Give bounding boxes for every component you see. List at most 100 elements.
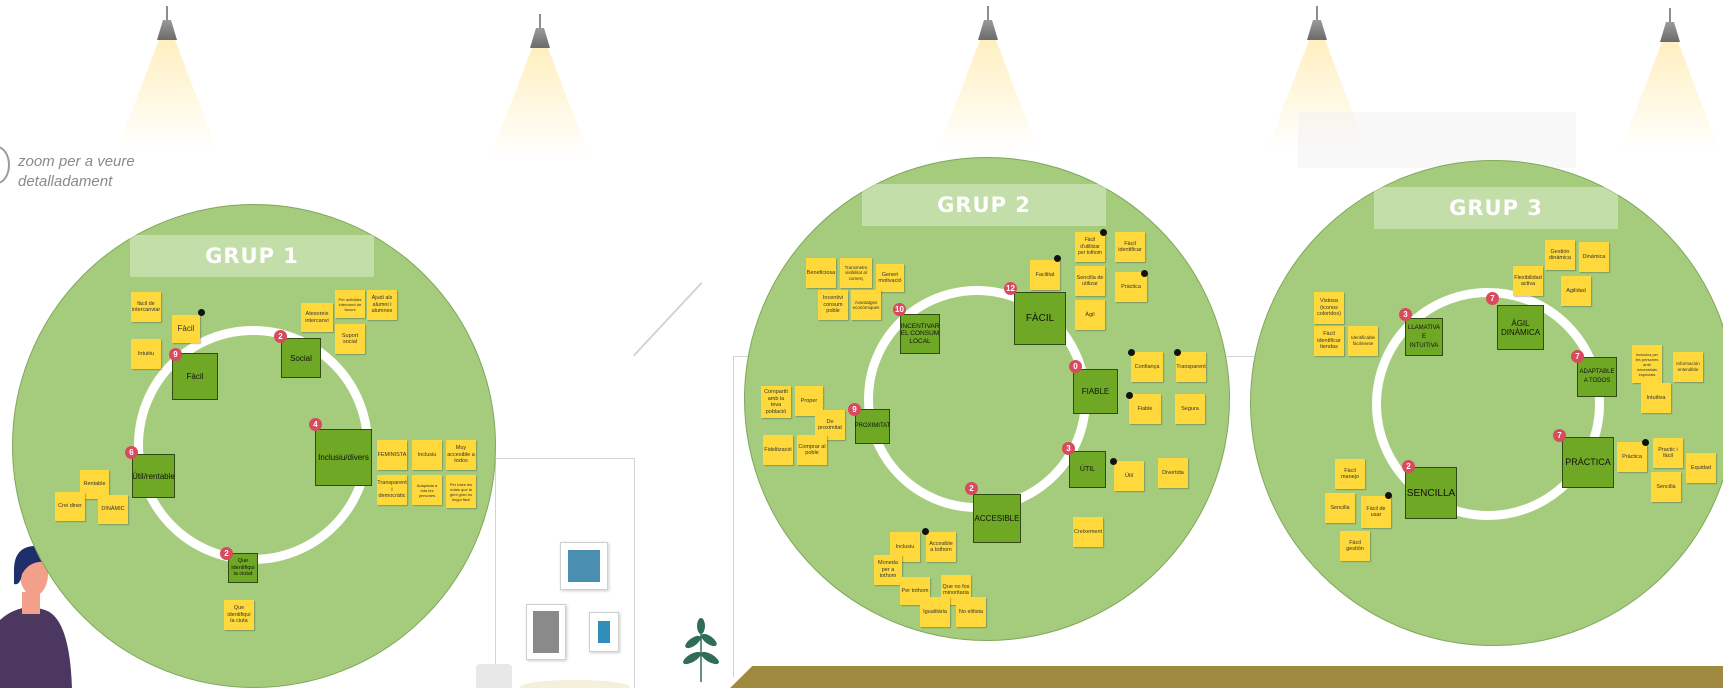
group-1-box-social[interactable]: Social xyxy=(281,338,321,378)
sticky-note[interactable]: Inclusiva per les persones amb necessita… xyxy=(1632,345,1662,383)
sticky-note[interactable]: Equidad xyxy=(1686,453,1716,483)
group-2-badge-fiable: 0 xyxy=(1069,360,1082,373)
sticky-note[interactable]: Sencilla xyxy=(1651,472,1681,502)
sticky-note[interactable]: Intuitiu xyxy=(131,339,161,369)
room-wall-diagonal xyxy=(633,282,703,356)
sticky-note[interactable]: Divertida xyxy=(1158,458,1188,488)
sticky-note[interactable]: Fàcil xyxy=(172,315,200,343)
group-2-box-accesible[interactable]: ACCESIBLE xyxy=(973,494,1021,543)
vote-dot xyxy=(1141,270,1148,277)
sticky-note[interactable]: Incentivi consum poble xyxy=(818,290,848,320)
sticky-note[interactable]: Facilitat xyxy=(1030,260,1060,290)
group-2-box-util[interactable]: ÚTIL xyxy=(1069,451,1106,488)
sticky-note[interactable]: Dinámica xyxy=(1579,242,1609,272)
sticky-note[interactable]: Muy accesible a todos xyxy=(446,440,476,470)
group-3-box-adaptable[interactable]: ADAPTABLE A TODOS xyxy=(1577,357,1617,397)
wall-picture-2 xyxy=(526,604,566,660)
sticky-note[interactable]: Transmetre visibilitat al comerç xyxy=(840,258,872,288)
sticky-note[interactable]: Comprar al poble xyxy=(797,435,827,465)
zoom-icon xyxy=(0,146,10,184)
sticky-note[interactable]: Suport social xyxy=(335,324,365,354)
sticky-note[interactable]: Fàcil manejo xyxy=(1335,459,1365,489)
sticky-note[interactable]: Pràctica xyxy=(1617,442,1647,472)
sticky-note[interactable]: Fàcil gestión xyxy=(1340,531,1370,561)
group-1-box-ciutat[interactable]: Que identifiqui la ciutat xyxy=(228,553,258,583)
group-3-box-practica[interactable]: PRÁCTICA xyxy=(1562,437,1614,488)
sticky-note[interactable]: Transparent xyxy=(1176,352,1206,382)
sticky-note[interactable]: Compartit amb la teva població xyxy=(761,386,791,418)
vote-dot xyxy=(1126,392,1133,399)
group-2-title: GRUP 2 xyxy=(862,184,1106,226)
wall-picture-3 xyxy=(589,612,619,652)
sticky-note[interactable]: Sencilla de utilizar xyxy=(1075,266,1105,296)
group-2-box-facil[interactable]: FÀCIL xyxy=(1014,292,1066,345)
sticky-note[interactable]: Moneda per a tothom xyxy=(874,555,902,585)
group-2-badge-proximitat: 9 xyxy=(848,403,861,416)
sticky-note[interactable]: Fidelització xyxy=(763,435,793,465)
sticky-note[interactable]: Información entendible xyxy=(1673,352,1703,382)
vote-dot xyxy=(1385,492,1392,499)
sticky-note[interactable]: Ajudi als alumni i alumnes xyxy=(367,290,397,320)
table xyxy=(520,680,630,688)
group-3-box-llamativa[interactable]: LLAMATIVA E INTUITIVA xyxy=(1405,318,1443,356)
sticky-note[interactable]: Crei diner xyxy=(55,492,85,521)
sticky-note[interactable]: FEMINISTA xyxy=(377,440,407,470)
sticky-note[interactable]: Creixement xyxy=(1073,517,1103,547)
group-2-box-fiable[interactable]: FIABLE xyxy=(1073,369,1118,414)
sticky-note[interactable]: Transparent i democràtic xyxy=(377,475,407,505)
group-1-box-facil[interactable]: Fàcil xyxy=(172,353,218,400)
group-2-badge-facil: 12 xyxy=(1004,282,1017,295)
group-1-badge-ciutat: 2 xyxy=(220,547,233,560)
sticky-note[interactable]: Gestión dinámica xyxy=(1545,240,1575,270)
sticky-note[interactable]: Sencilla xyxy=(1325,493,1355,523)
sticky-note[interactable]: Accesible a tothom xyxy=(926,532,956,562)
room-floor xyxy=(722,666,1723,688)
vote-dot xyxy=(1110,458,1117,465)
group-1-badge-util: 6 xyxy=(125,446,138,459)
sticky-note[interactable]: Flexibilidad activa xyxy=(1513,266,1543,296)
sticky-note[interactable]: DINÀMIC xyxy=(98,495,128,524)
sticky-note[interactable]: Beneficiosa xyxy=(806,258,836,288)
group-3-badge-llamativa: 3 xyxy=(1399,308,1412,321)
sticky-note[interactable]: Avantatges econòmiques xyxy=(851,290,881,320)
sticky-note[interactable]: Per totes les edats que la gent gran ho … xyxy=(446,475,476,508)
sticky-note[interactable]: Inclusiu xyxy=(412,440,442,470)
faded-banner xyxy=(1298,112,1576,168)
sticky-note[interactable]: Per activitats intercanvi de favors xyxy=(335,290,365,318)
sticky-note[interactable]: fàcil de intercanviar xyxy=(131,292,161,322)
sticky-note[interactable]: Segura xyxy=(1175,394,1205,424)
group-3-box-agil[interactable]: ÀGIL DINÀMICA xyxy=(1497,305,1544,350)
group-3-badge-sencilla: 2 xyxy=(1402,460,1415,473)
group-1-box-inclusiu[interactable]: Inclusiu/divers xyxy=(315,429,372,486)
group-3-title: GRUP 3 xyxy=(1374,187,1618,229)
sticky-note[interactable]: Generi motivació xyxy=(876,264,904,292)
sticky-note[interactable]: Adaptada a tota les persones xyxy=(412,475,442,505)
group-1-box-util[interactable]: Útil/rentable xyxy=(132,454,175,498)
sticky-note[interactable]: Àgil xyxy=(1075,300,1105,330)
sticky-note[interactable]: Que identifiqui la ciuta xyxy=(224,600,254,630)
group-3-box-sencilla[interactable]: SENCILLA xyxy=(1405,467,1457,519)
group-2-box-proximitat[interactable]: PROXIMITAT xyxy=(855,409,890,444)
sticky-note[interactable]: Confiança xyxy=(1131,352,1163,382)
group-2-badge-accesible: 2 xyxy=(965,482,978,495)
sticky-note[interactable]: Agilidad xyxy=(1561,276,1591,306)
vote-dot xyxy=(1128,349,1135,356)
sticky-note[interactable]: No elitista xyxy=(956,597,986,627)
sticky-note[interactable]: Vistosa (iconos coloridos) xyxy=(1314,292,1344,324)
group-2-box-consum[interactable]: INCENTIVAR EL CONSUM LOCAL xyxy=(900,314,940,354)
wall-picture-1 xyxy=(560,542,608,590)
sticky-note[interactable]: Atesoreix intercanvi xyxy=(301,303,333,332)
sticky-note[interactable]: Útil xyxy=(1114,461,1144,491)
sticky-note[interactable]: Fàcil identificar xyxy=(1115,232,1145,262)
sticky-note[interactable]: Fàcil identificar tiendas xyxy=(1314,326,1344,356)
sticky-note[interactable]: Practic i fàcil xyxy=(1653,438,1683,468)
sticky-note[interactable]: Intuitiva xyxy=(1641,383,1671,413)
sticky-note[interactable]: Fiable xyxy=(1129,394,1161,424)
sticky-note[interactable]: Fàcil de usar xyxy=(1361,496,1391,528)
zoom-hint-text: zoom per a veure detalladament xyxy=(18,152,178,192)
chair xyxy=(476,664,512,688)
sticky-note[interactable]: Identificable fàcilmente xyxy=(1348,326,1378,356)
sticky-note[interactable]: Igualitària xyxy=(920,597,950,627)
sticky-note[interactable]: Fàcil d'utilitzar per tothom xyxy=(1075,232,1105,262)
